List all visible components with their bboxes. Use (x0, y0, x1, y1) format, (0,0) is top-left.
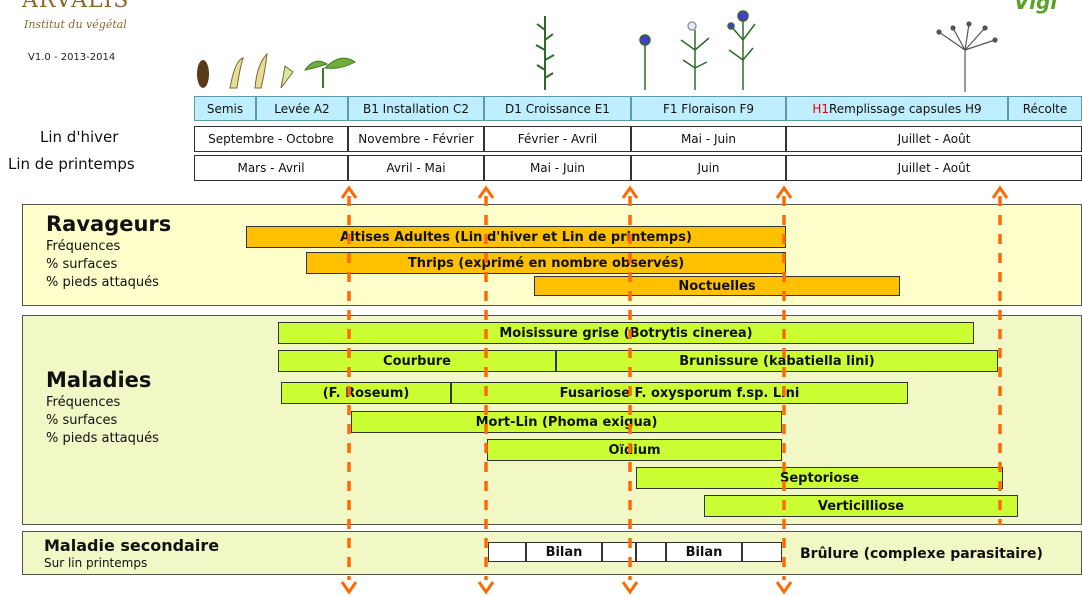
bar-noctuelles: Noctuelles (534, 276, 900, 296)
printemps-period-1: Mars - Avril (194, 155, 348, 181)
bilan-box-3 (636, 542, 666, 562)
stage-floraison: F1 Floraison F9 (631, 96, 786, 121)
bar-brunissure: Brunissure (kabatiella lini) (556, 350, 998, 372)
vigi-logo: Vigi (1014, 0, 1058, 14)
stage-remplissage-label: Remplissage capsules H9 (828, 101, 982, 116)
bar-fusariose: Fusariose F. oxysporum f.sp. Lini (451, 382, 908, 404)
plant-stages-illustration (197, 10, 998, 92)
printemps-period-3: Mai - Juin (484, 155, 631, 181)
flowering-plant-icon (639, 10, 756, 90)
printemps-period-5: Juillet - Août (786, 155, 1082, 181)
arrow-down-icon (621, 581, 639, 595)
maladie-secondaire-title: Maladie secondaire (44, 536, 220, 555)
bar-courbure: Courbure (278, 350, 556, 372)
arrow-down-icon (340, 581, 358, 595)
maladies-title: Maladies (46, 368, 152, 392)
bilan-cell-1: Bilan (526, 542, 602, 562)
maladie-secondaire-subtitle: Sur lin printemps (44, 556, 148, 570)
bar-mort-lin: Mort-Lin (Phoma exigua) (351, 411, 782, 433)
ravageurs-title: Ravageurs (46, 212, 172, 236)
arrow-down-icon (775, 581, 793, 595)
growing-plant-icon (535, 16, 555, 90)
bilan-cell-2: Bilan (666, 542, 742, 562)
sprout-icon (229, 52, 294, 89)
stage-croissance: D1 Croissance E1 (484, 96, 631, 121)
stage-installation: B1 Installation C2 (348, 96, 484, 121)
ravageurs-subtitle-2: % surfaces (46, 257, 118, 272)
arrow-up-icon (991, 185, 1009, 199)
hiver-period-4: Mai - Juin (631, 126, 786, 152)
printemps-period-4: Juin (631, 155, 786, 181)
bilan-box-2 (602, 542, 636, 562)
brulure-label: Brûlure (complexe parasitaire) (800, 546, 1043, 562)
stage-h1-prefix: H1 (812, 101, 829, 116)
arrow-down-icon (477, 581, 495, 595)
arrow-up-icon (775, 185, 793, 199)
printemps-period-2: Avril - Mai (348, 155, 484, 181)
bilan-box-1 (488, 542, 526, 562)
hiver-period-2: Novembre - Février (348, 126, 484, 152)
version-text: V1.0 - 2013-2014 (28, 52, 116, 63)
arrow-up-icon (477, 185, 495, 199)
stage-levee: Levée A2 (256, 96, 348, 121)
seed-icon (197, 60, 209, 88)
stage-remplissage: H1 Remplissage capsules H9 (786, 96, 1008, 121)
row-label-lin-hiver: Lin d'hiver (40, 128, 119, 146)
hiver-period-5: Juillet - Août (786, 126, 1082, 152)
row-label-lin-printemps: Lin de printemps (8, 155, 135, 173)
maladies-subtitle-3: % pieds attaqués (46, 431, 159, 446)
bar-thrips: Thrips (exprimé en nombre observés) (306, 252, 786, 274)
bar-septoriose: Septoriose (636, 467, 1003, 489)
bar-moisissure-grise: Moisissure grise (Botrytis cinerea) (278, 322, 974, 344)
bilan-box-4 (742, 542, 782, 562)
maladies-subtitle-1: Fréquences (46, 395, 121, 410)
hiver-period-3: Février - Avril (484, 126, 631, 152)
seedling-icon (303, 57, 356, 88)
maladies-subtitle-2: % surfaces (46, 413, 118, 428)
stage-recolte: Récolte (1008, 96, 1082, 121)
arvalis-subtitle: Institut du végétal (24, 18, 127, 31)
bar-altises: Altises Adultes (Lin d'hiver et Lin de p… (246, 226, 786, 248)
bar-verticilliose: Verticilliose (704, 495, 1018, 517)
hiver-period-1: Septembre - Octobre (194, 126, 348, 152)
mature-plant-icon (936, 21, 998, 92)
bar-f-roseum: (F. Roseum) (281, 382, 451, 404)
stage-semis: Semis (194, 96, 256, 121)
ravageurs-subtitle-1: Fréquences (46, 239, 121, 254)
arrow-up-icon (340, 185, 358, 199)
arrow-up-icon (621, 185, 639, 199)
bar-oidium: Oïdium (487, 439, 782, 461)
ravageurs-subtitle-3: % pieds attaqués (46, 275, 159, 290)
arvalis-logo: ARVALIS (22, 0, 130, 13)
